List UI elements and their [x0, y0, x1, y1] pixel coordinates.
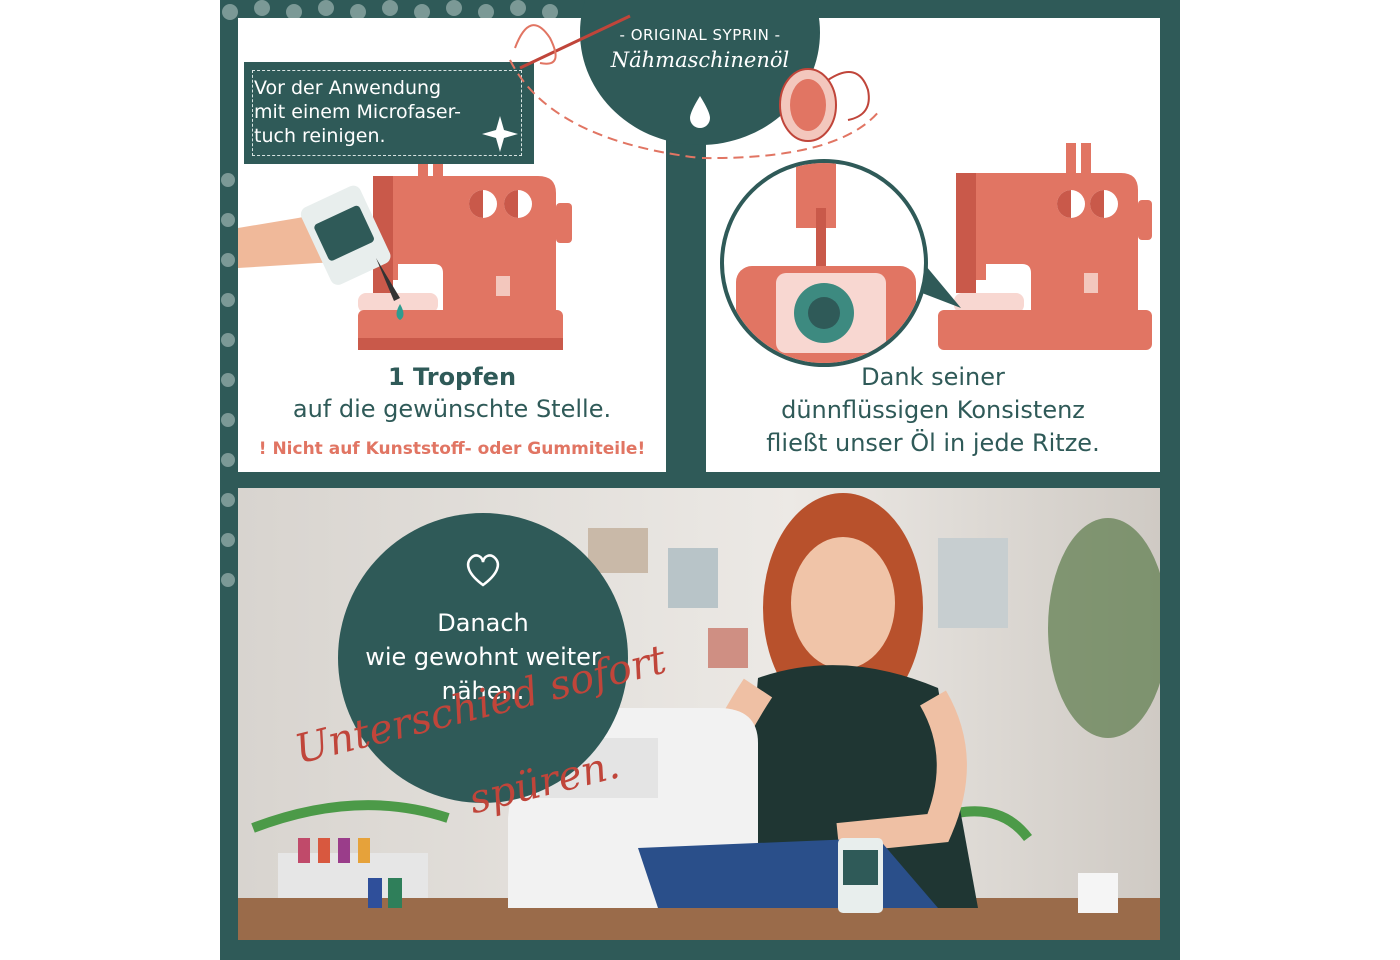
- thread-decoration: [509, 59, 881, 200]
- next-step-arrow-icon: [678, 320, 718, 420]
- cleaning-note-text: Vor der Anwendung mit einem Microfaser- …: [254, 77, 462, 147]
- step-one-title: 1 Tropfen: [387, 363, 517, 391]
- bobbin-closeup-illustration: [720, 143, 1152, 367]
- heart-icon: [466, 554, 500, 587]
- step-two-line2: dünnflüssigen Konsistenz: [781, 396, 1085, 424]
- sewing-machine-icon: [358, 153, 572, 350]
- step-two-line3: fließt unser Öl in jede Ritze.: [766, 429, 1100, 457]
- product-name: Nähmaschinenöl: [610, 48, 790, 72]
- lifestyle-photo: Danach wie gewohnt weiter nähen. Untersc…: [238, 488, 1160, 940]
- oil-drop-icon: [690, 96, 710, 128]
- instruction-frame: Vor der Anwendung mit einem Microfaser- …: [220, 0, 1180, 960]
- sparkle-icon: [482, 116, 518, 152]
- oil-drop-icon: [396, 304, 404, 320]
- thread-spool-icon: [779, 68, 870, 142]
- step-one-warning: ! Nicht auf Kunststoff- oder Gummiteile!: [258, 439, 646, 459]
- polka-dots-decoration: [221, 0, 558, 587]
- step-one-text: auf die gewünschte Stelle.: [292, 395, 612, 423]
- step-two-line1: Dank seiner: [861, 363, 1005, 391]
- oil-bottle-icon: [300, 185, 400, 301]
- step-one-panel: Vor der Anwendung mit einem Microfaser- …: [238, 18, 666, 472]
- sewing-machine-icon: [938, 143, 1152, 350]
- brand-line: - ORIGINAL SYPRIN -: [619, 26, 781, 44]
- cleaning-note: Vor der Anwendung mit einem Microfaser- …: [244, 62, 534, 164]
- bubble-text: Danach wie gewohnt weiter nähen.: [365, 609, 601, 705]
- oil-drop-illustration: [238, 153, 572, 350]
- needle-icon: [514, 14, 631, 70]
